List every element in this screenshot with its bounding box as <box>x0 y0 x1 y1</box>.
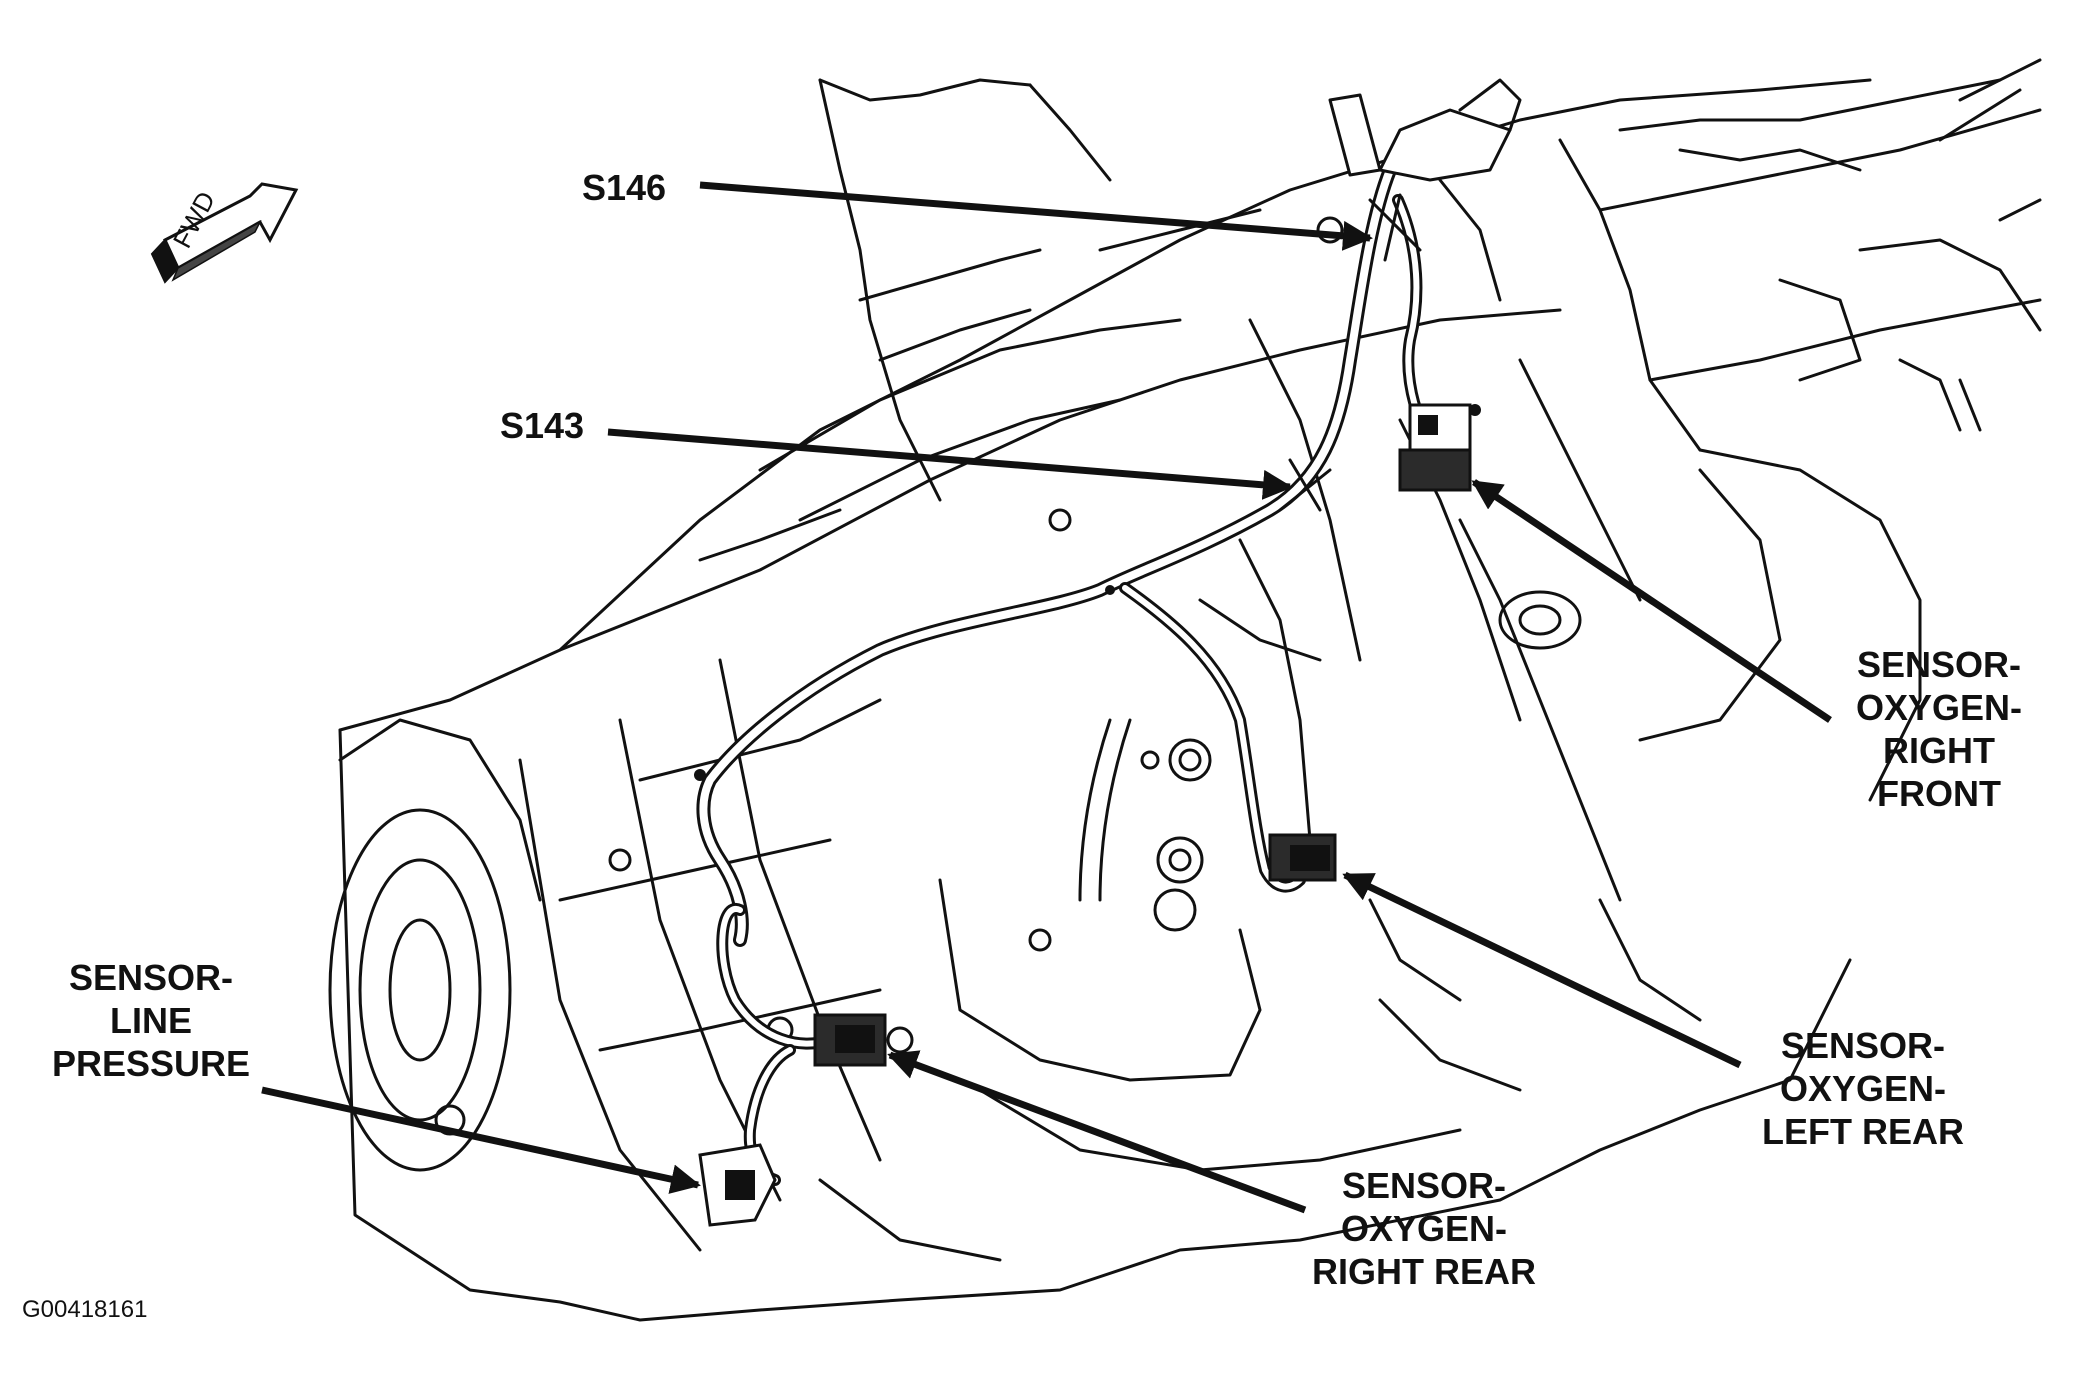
transmission-assembly <box>328 58 2042 1322</box>
label-line-pressure: SENSOR- LINE PRESSURE <box>52 956 250 1085</box>
leader-o2-right-rear <box>887 1050 1307 1214</box>
forward-arrow-icon: FWD <box>150 182 299 284</box>
label-line: OXYGEN- <box>1779 1068 1947 1109</box>
label-line: LINE <box>110 1000 193 1041</box>
label-line: SENSOR- <box>1857 644 2022 685</box>
label-line: LEFT REAR <box>1762 1111 1964 1152</box>
label-line: FRONT <box>1877 773 2001 814</box>
label-line: SENSOR- <box>1341 1165 1507 1206</box>
label-s143-text: S143 <box>500 405 585 446</box>
connector-o2-right-rear <box>813 1013 887 1067</box>
leader-o2-left-rear <box>1342 871 1742 1069</box>
label-s146: S146 <box>582 166 666 209</box>
leader-s143 <box>607 428 1293 500</box>
label-line: SENSOR- <box>1780 1025 1946 1066</box>
label-line: PRESSURE <box>52 1043 251 1084</box>
leader-o2-right-front <box>1471 479 1832 723</box>
leader-s146 <box>699 181 1373 251</box>
label-s143: S143 <box>500 404 584 447</box>
label-s146-text: S146 <box>582 167 667 208</box>
sensor-line-pressure-body <box>698 1143 777 1227</box>
label-line: OXYGEN- <box>1340 1208 1508 1249</box>
connector-o2-right-front <box>1398 403 1472 492</box>
label-line: OXYGEN- <box>1856 687 2023 728</box>
label-line: RIGHT REAR <box>1312 1251 1536 1292</box>
leader-line-pressure <box>261 1086 701 1194</box>
wiring-harness <box>694 78 1522 1186</box>
figure-id: G00418161 <box>22 1296 148 1323</box>
connector-o2-left-rear <box>1268 833 1337 882</box>
label-line: RIGHT <box>1883 730 1996 771</box>
label-o2-left-rear: SENSOR- OXYGEN- LEFT REAR <box>1762 1024 1964 1153</box>
label-o2-right-front: SENSOR- OXYGEN- RIGHT FRONT <box>1856 643 2022 815</box>
leader-lines <box>261 181 1832 1214</box>
label-line: SENSOR- <box>69 957 234 998</box>
label-o2-right-rear: SENSOR- OXYGEN- RIGHT REAR <box>1312 1164 1536 1293</box>
